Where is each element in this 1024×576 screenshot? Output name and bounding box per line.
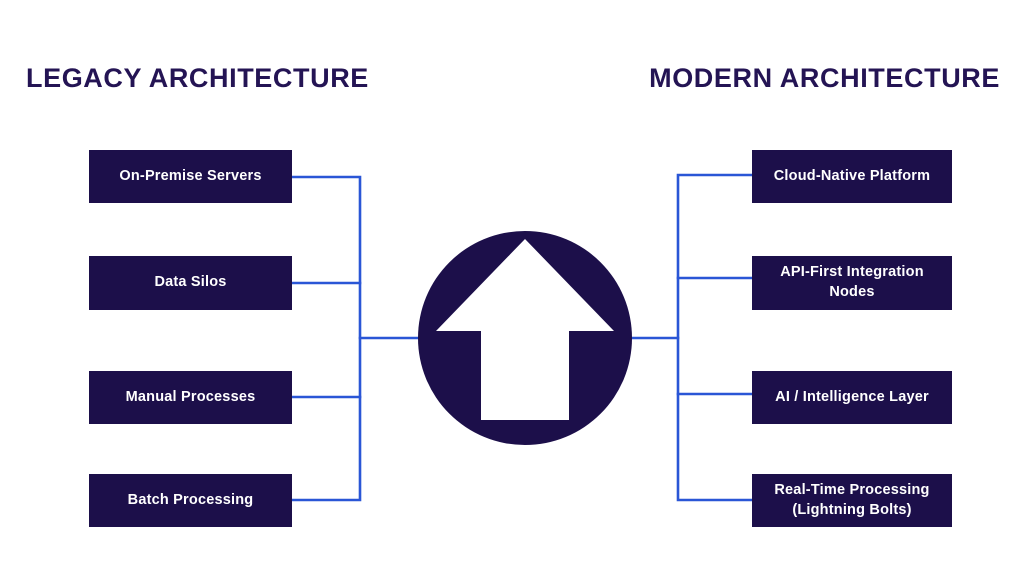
node-data-silos[interactable]: Data Silos xyxy=(89,256,292,310)
node-label: Real-Time Processing (Lightning Bolts) xyxy=(774,481,930,518)
node-api-first-integration-nodes[interactable]: API-First Integration Nodes xyxy=(752,256,952,310)
node-label: Data Silos xyxy=(154,274,227,291)
node-label: Manual Processes xyxy=(125,388,256,405)
node-real-time-processing[interactable]: Real-Time Processing (Lightning Bolts) xyxy=(752,474,952,527)
up-arrow-in-circle-icon xyxy=(418,231,632,445)
node-label: API-First Integration Nodes xyxy=(780,264,924,300)
legacy-column-title: LEGACY ARCHITECTURE xyxy=(26,63,369,93)
node-label: AI / Intelligence Layer xyxy=(775,388,929,405)
node-label: Cloud-Native Platform xyxy=(773,167,931,184)
node-label: On-Premise Servers xyxy=(119,167,262,184)
node-cloud-native-platform[interactable]: Cloud-Native Platform xyxy=(752,150,952,203)
node-manual-processes[interactable]: Manual Processes xyxy=(89,371,292,424)
right-spine xyxy=(676,173,754,502)
node-batch-processing[interactable]: Batch Processing xyxy=(89,474,292,527)
node-on-premise-servers[interactable]: On-Premise Servers xyxy=(89,150,292,203)
node-label: Batch Processing xyxy=(127,491,254,508)
left-spine xyxy=(290,175,362,502)
modern-column-title: MODERN ARCHITECTURE xyxy=(649,63,1000,93)
node-ai-intelligence-layer[interactable]: AI / Intelligence Layer xyxy=(752,371,952,424)
